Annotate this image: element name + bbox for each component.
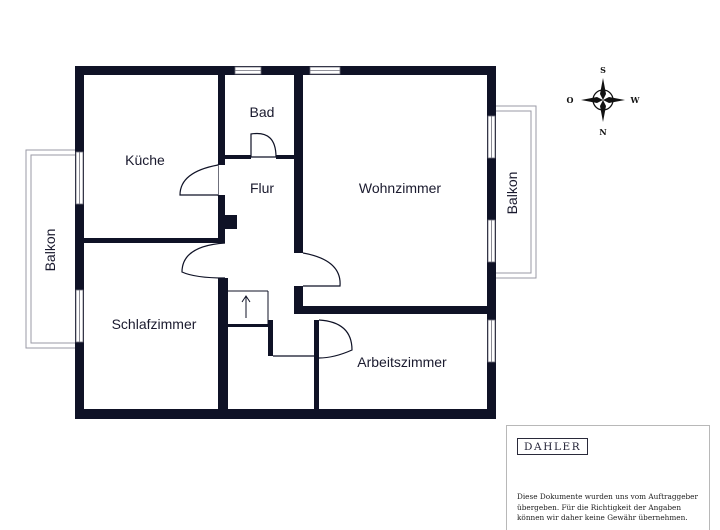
staircase bbox=[228, 290, 269, 324]
compass-south-label: S bbox=[600, 65, 606, 75]
door-wohnzimmer bbox=[302, 252, 341, 287]
disclaimer-text: Diese Dokumente wurden uns vom Auftragge… bbox=[517, 492, 698, 522]
branding-box: DAHLER Diese Dokumente wurden uns vom Au… bbox=[506, 425, 710, 530]
interior-walls bbox=[84, 75, 487, 409]
door-bad bbox=[250, 132, 277, 158]
windows bbox=[75, 66, 496, 363]
compass-west-label: W bbox=[630, 95, 641, 105]
room-label-wohnzimmer: Wohnzimmer bbox=[359, 180, 442, 196]
balcony-left bbox=[25, 149, 77, 349]
room-label-balkon-right: Balkon bbox=[504, 172, 520, 215]
dahler-logo: DAHLER bbox=[517, 438, 589, 455]
room-label-arbeitszimmer: Arbeitszimmer bbox=[357, 354, 447, 370]
compass-rose-icon: S N O W bbox=[567, 65, 641, 137]
compass-north-label: N bbox=[599, 127, 606, 137]
door-arbeitszimmer bbox=[318, 319, 353, 359]
room-label-schlafzimmer: Schlafzimmer bbox=[112, 316, 197, 332]
compass-east-label: O bbox=[567, 95, 574, 105]
room-label-flur: Flur bbox=[250, 180, 274, 196]
room-label-kueche: Küche bbox=[125, 152, 165, 168]
room-label-bad: Bad bbox=[250, 104, 275, 120]
door-schlafzimmer bbox=[181, 242, 226, 279]
room-label-balkon-left: Balkon bbox=[42, 229, 58, 272]
doors bbox=[179, 132, 353, 359]
